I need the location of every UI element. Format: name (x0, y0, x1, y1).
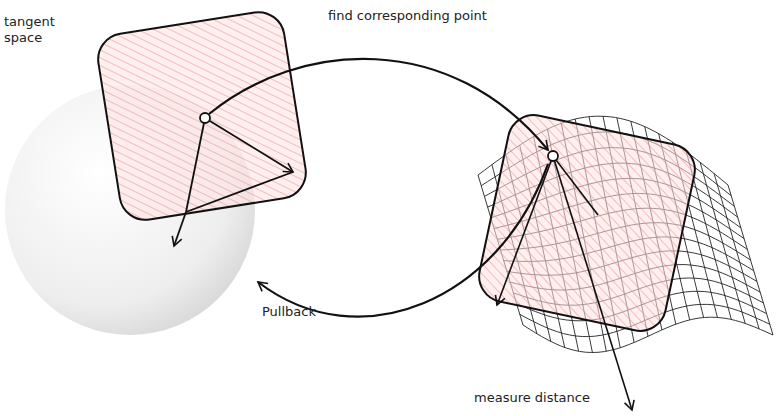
annotation: measure distance (474, 390, 634, 406)
mesh-line (728, 185, 773, 335)
tangent-plane (474, 110, 699, 335)
annotation: find corresponding point (328, 8, 548, 24)
map-arrow (209, 59, 548, 150)
tangent-plane (94, 8, 309, 223)
pullback-arrow (258, 164, 548, 317)
tangent-vectors (174, 118, 293, 246)
annotation: Pullback (262, 304, 362, 320)
annotation: tangent space (4, 14, 68, 47)
tangent-vectors (497, 156, 632, 410)
mesh-line (700, 162, 745, 323)
mesh-line (714, 174, 759, 329)
point (548, 151, 558, 161)
point (200, 113, 210, 123)
